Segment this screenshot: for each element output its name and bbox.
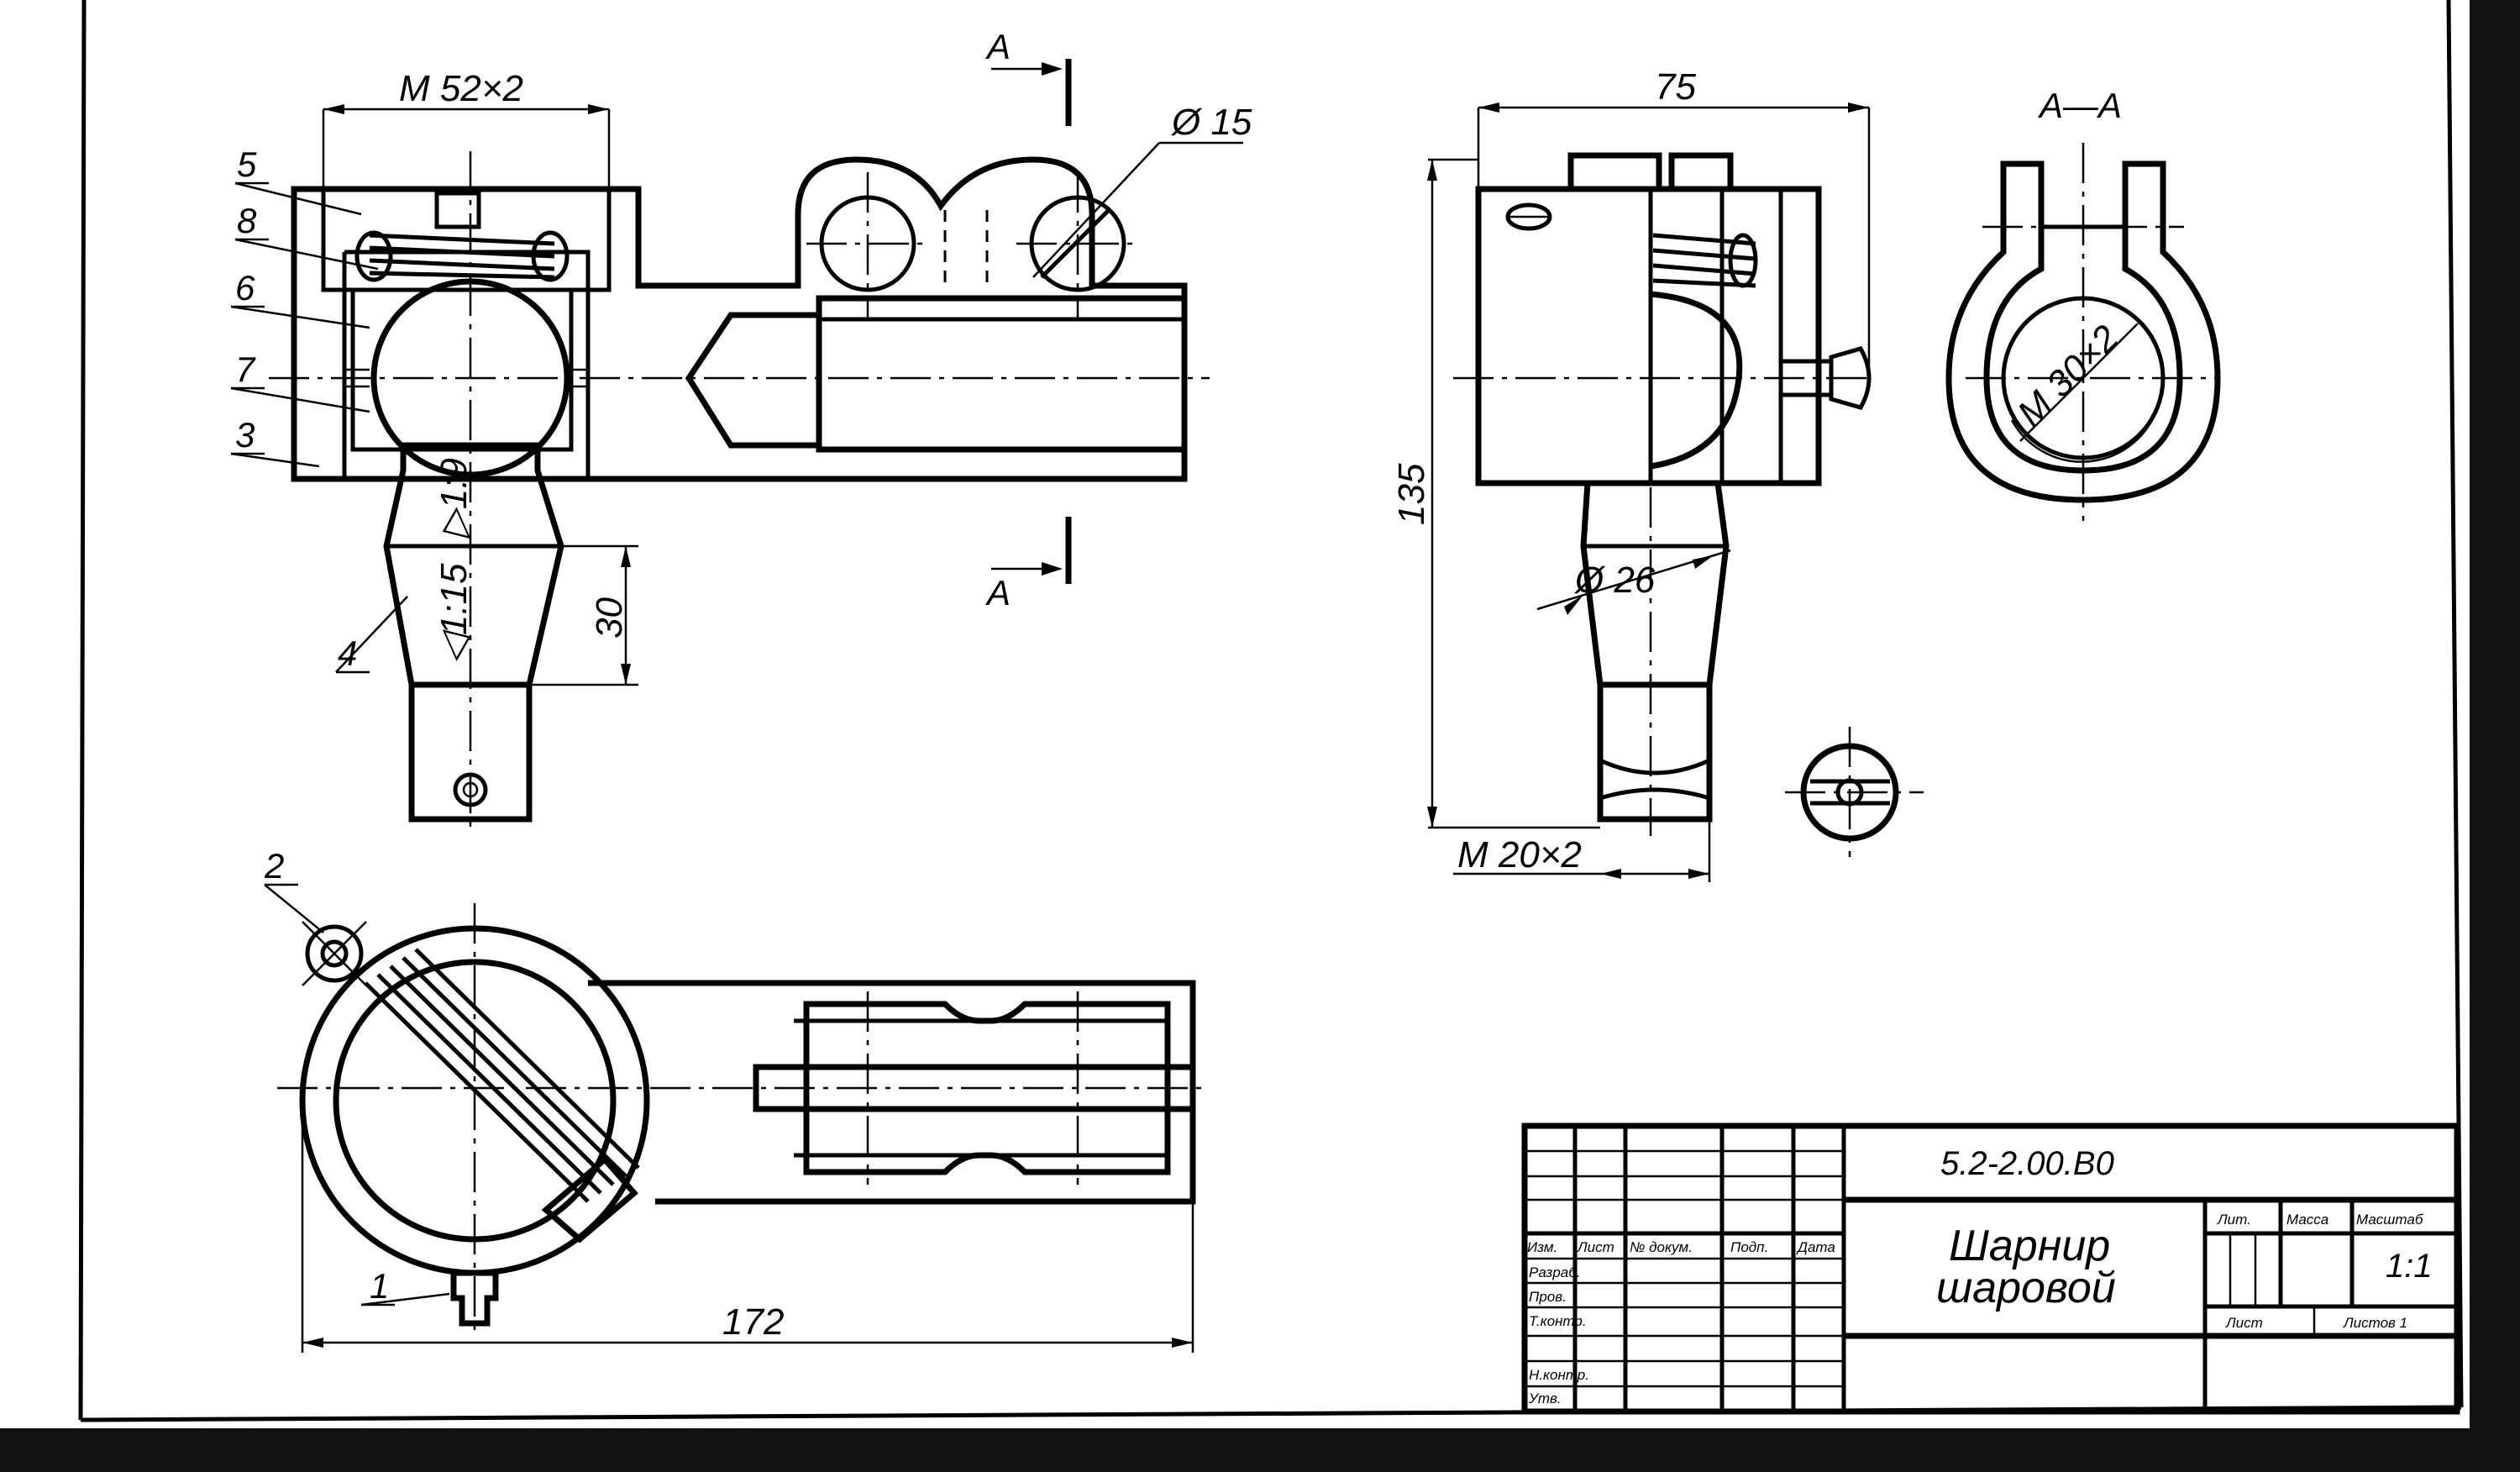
title-block: Изм. Лист № докум. Подп. Дата Разраб. Пр… <box>1521 1122 2460 1415</box>
front-view <box>269 151 1210 832</box>
top-view <box>277 903 1210 1336</box>
part-leaders: 5 8 6 7 3 4 <box>230 145 408 674</box>
tb-sheet-label: Лист <box>2225 1315 2263 1331</box>
part-2: 2 <box>264 846 284 886</box>
part-8: 8 <box>237 201 257 240</box>
front-dimensions: М 52×2 Ø 15 30 ▷1:9 ◁1:15 <box>322 68 1252 686</box>
dim-75: 75 <box>1655 66 1696 108</box>
tb-col-date: Дата <box>1796 1239 1835 1255</box>
drawing-title-line2: шаровой <box>1936 1264 2116 1312</box>
tb-col-doc: № докум. <box>1630 1239 1693 1255</box>
part-1: 1 <box>370 1266 389 1306</box>
section-marker-top: А <box>984 27 1011 66</box>
tb-sheets-label: Листов 1 <box>2343 1315 2407 1331</box>
taper-1-9: ▷1:9 <box>433 458 475 539</box>
tb-lit-label: Лит. <box>2217 1212 2251 1228</box>
side-dimensions: 75 135 Ø 26 М 20×2 <box>1391 66 1871 882</box>
drawing-designation: 5.2-2.00.B0 <box>1940 1145 2114 1182</box>
tb-row-tkontr: Т.контр. <box>1529 1313 1587 1329</box>
taper-1-15: ◁1:15 <box>433 563 475 664</box>
dim-thread-bottom: М 20×2 <box>1457 834 1582 875</box>
top-dimensions: 172 1 2 <box>264 846 1194 1353</box>
dim-hole-dia: Ø 15 <box>1170 102 1252 143</box>
section-a-a-label: А—А <box>2037 86 2122 125</box>
dim-shank-dia: Ø 26 <box>1573 560 1656 601</box>
side-view <box>1453 152 1924 857</box>
dim-172: 172 <box>722 1301 784 1343</box>
part-4: 4 <box>338 633 357 673</box>
dim-30: 30 <box>589 597 630 639</box>
tb-col-list: Лист <box>1577 1239 1614 1255</box>
tb-scale-value: 1:1 <box>2386 1248 2433 1285</box>
drawing-title-line1: Шарнир <box>1949 1222 2110 1270</box>
dim-135: 135 <box>1391 463 1432 525</box>
tb-col-izm: Изм. <box>1527 1239 1557 1255</box>
tb-mass-label: Масса <box>2286 1212 2328 1228</box>
tb-scale-label: Масштаб <box>2356 1212 2424 1228</box>
tb-row-razrab: Разраб. <box>1529 1264 1581 1280</box>
scan-right-edge <box>2470 0 2520 1472</box>
tb-col-sign: Подп. <box>1730 1239 1768 1255</box>
tb-row-prov: Пров. <box>1529 1289 1567 1305</box>
section-markers: А А <box>984 27 1072 612</box>
section-marker-bottom: А <box>984 573 1011 612</box>
dim-thread-main: М 52×2 <box>399 68 523 109</box>
tb-row-nkontr: Н.контр. <box>1529 1367 1589 1383</box>
part-6: 6 <box>235 268 255 308</box>
part-5: 5 <box>237 145 257 184</box>
tb-row-utv: Утв. <box>1528 1391 1562 1406</box>
scan-bottom-edge <box>0 1428 2520 1472</box>
lock-pin <box>364 948 640 1203</box>
spring <box>354 230 570 282</box>
part-7: 7 <box>235 350 256 389</box>
part-3: 3 <box>235 415 255 455</box>
